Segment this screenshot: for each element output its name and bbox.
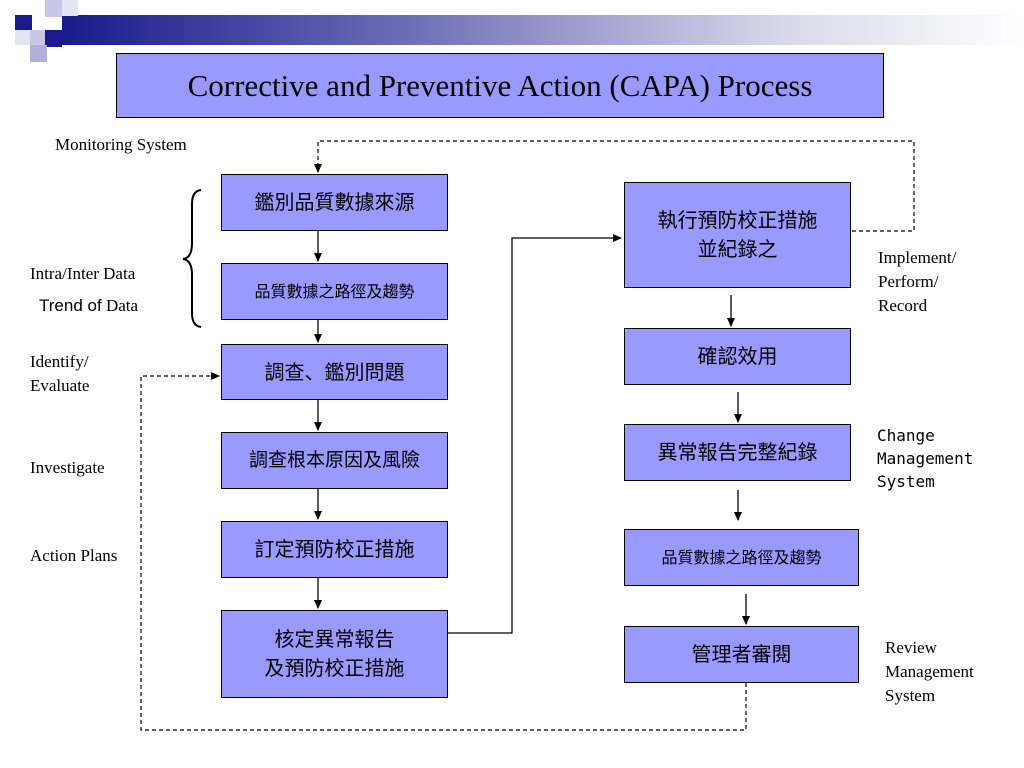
step-data-trend-right: 品質數據之路徑及趨勢 xyxy=(624,529,859,586)
page-title: Corrective and Preventive Action (CAPA) … xyxy=(116,53,884,118)
step-implement-record: 執行預防校正措施 並紀錄之 xyxy=(624,182,851,288)
dashed-monitor-loop xyxy=(314,140,915,232)
step-approve-report: 核定異常報告 及預防校正措施 xyxy=(221,610,448,698)
label-intra-inter-data: Intra/Inter Data xyxy=(30,264,136,283)
header-gradient-bar xyxy=(62,15,1024,45)
page-title-text: Corrective and Preventive Action (CAPA) … xyxy=(187,67,813,103)
dashed-review-loop xyxy=(140,372,747,731)
label-review-management-system: Review Management System xyxy=(885,638,974,705)
decor-square xyxy=(45,30,62,47)
step-data-trend: 品質數據之路徑及趨勢 xyxy=(221,263,448,320)
label-change-management-system: Change Management System xyxy=(877,426,974,492)
label-trend-of-data: Trend of Data xyxy=(39,296,139,315)
decor-square xyxy=(15,30,30,45)
label-investigate: Investigate xyxy=(30,458,105,477)
label-implement-perform-record: Implement/ Perform/ Record xyxy=(878,248,957,315)
step-verify-effectiveness: 確認效用 xyxy=(624,328,851,385)
label-monitoring-system: Monitoring System xyxy=(55,135,187,154)
curly-brace xyxy=(182,189,202,328)
decor-square xyxy=(30,45,47,62)
step-root-cause-risk: 調查根本原因及風險 xyxy=(221,432,448,489)
step-investigate-identify-problem: 調查、鑑別問題 xyxy=(221,344,448,400)
step-complete-record: 異常報告完整紀錄 xyxy=(624,424,851,481)
arrow-approve-to-implement xyxy=(448,234,622,634)
decor-square xyxy=(30,30,47,47)
label-action-plans: Action Plans xyxy=(30,546,118,565)
step-define-capa: 訂定預防校正措施 xyxy=(221,521,448,578)
step-identify-data-source: 鑑別品質數據來源 xyxy=(221,174,448,231)
decor-square xyxy=(62,0,78,16)
decor-square xyxy=(45,0,62,17)
label-identify-evaluate: Identify/ Evaluate xyxy=(30,352,90,395)
decor-square xyxy=(15,15,32,32)
step-management-review: 管理者審閱 xyxy=(624,626,859,683)
